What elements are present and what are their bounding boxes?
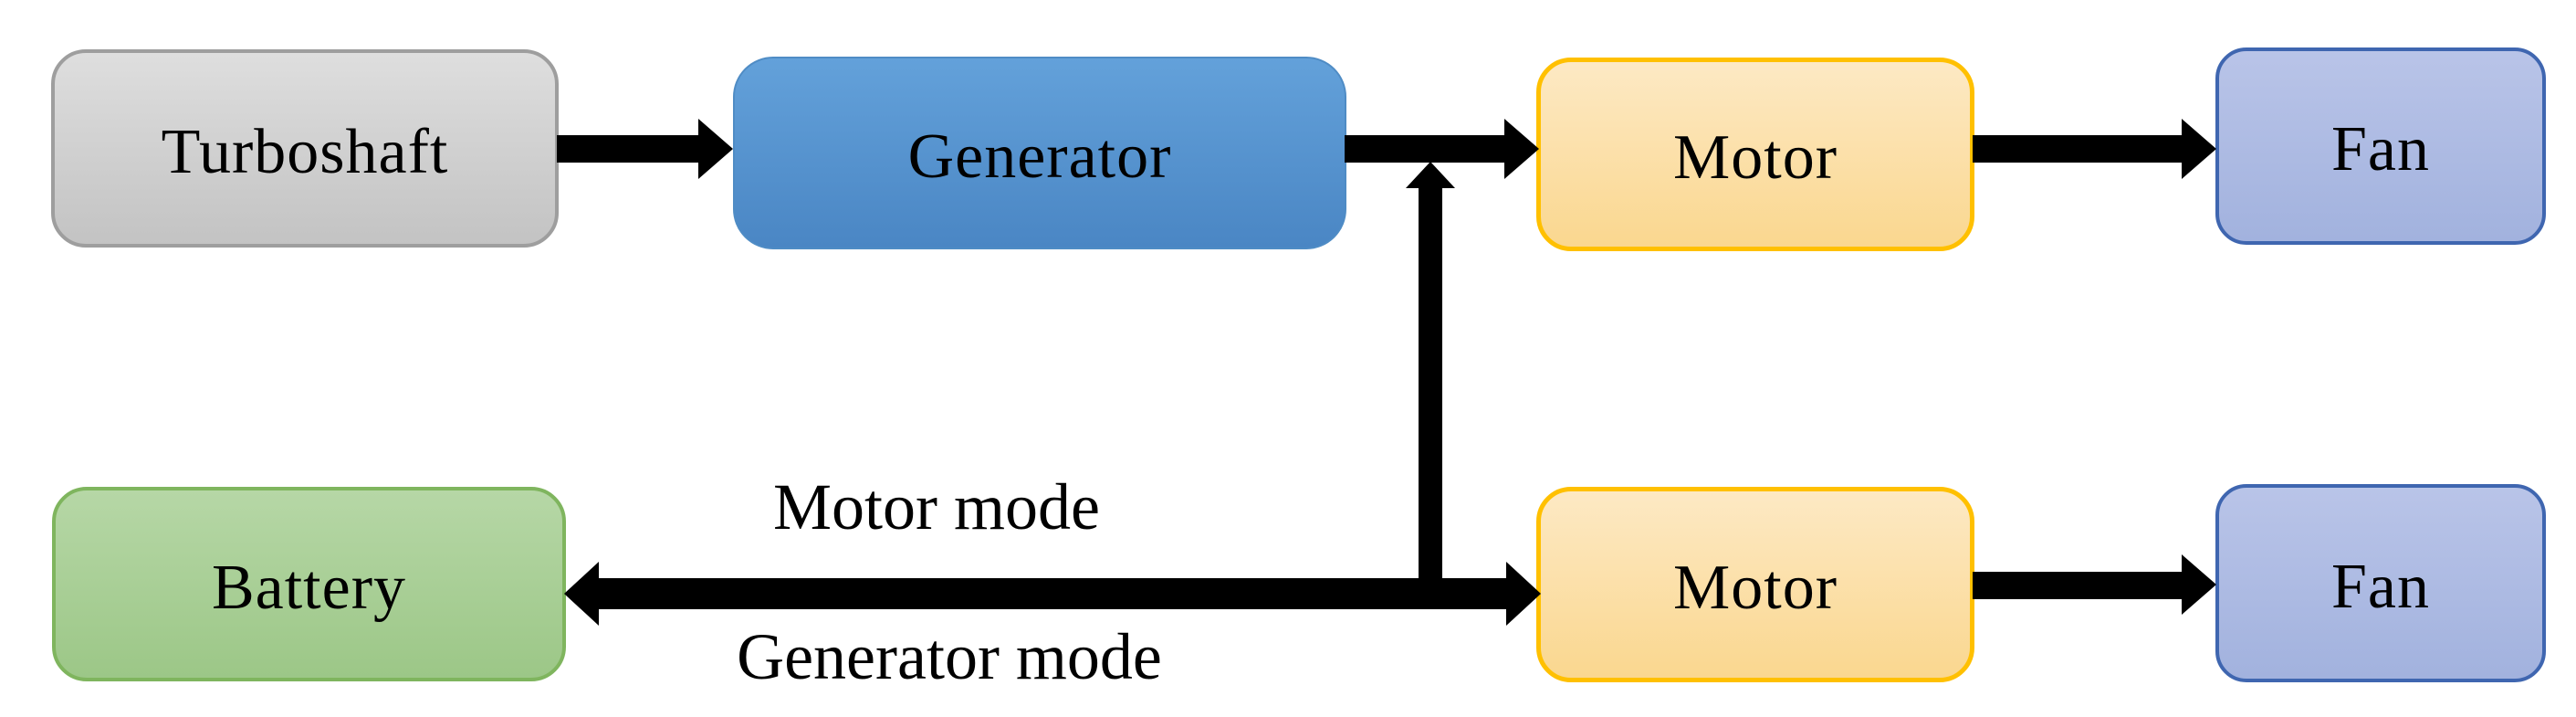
arrow-stem bbox=[595, 578, 1510, 609]
arrowhead-left-icon bbox=[564, 562, 599, 626]
arrow-stem bbox=[1973, 572, 2183, 599]
node-battery: Battery bbox=[52, 487, 566, 681]
arrowhead-right-icon bbox=[2182, 554, 2216, 615]
arrowhead-right-icon bbox=[1504, 119, 1539, 179]
label-generator-mode: Generator mode bbox=[737, 620, 1162, 693]
node-turboshaft-label: Turboshaft bbox=[161, 116, 449, 187]
node-motor-bottom: Motor bbox=[1536, 487, 1974, 682]
label-motor-mode: Motor mode bbox=[773, 470, 1100, 543]
node-generator-label: Generator bbox=[907, 121, 1172, 192]
arrow-stem bbox=[557, 135, 701, 163]
arrow-stem bbox=[1345, 135, 1507, 163]
node-motor-top-label: Motor bbox=[1673, 122, 1838, 193]
node-fan-top-label: Fan bbox=[2331, 114, 2430, 185]
arrowhead-right-icon bbox=[1506, 562, 1541, 626]
node-motor-bottom-label: Motor bbox=[1673, 553, 1838, 623]
arrowhead-up-icon bbox=[1406, 162, 1455, 188]
node-fan-bottom: Fan bbox=[2215, 484, 2546, 682]
arrowhead-right-icon bbox=[698, 119, 733, 179]
arrowhead-right-icon bbox=[2182, 119, 2216, 179]
node-turboshaft: Turboshaft bbox=[51, 49, 559, 248]
node-motor-top: Motor bbox=[1536, 58, 1974, 251]
arrow-stem bbox=[1419, 187, 1442, 609]
node-fan-top: Fan bbox=[2215, 47, 2546, 245]
node-fan-bottom-label: Fan bbox=[2331, 551, 2430, 622]
arrow-stem bbox=[1973, 135, 2183, 163]
node-battery-label: Battery bbox=[211, 552, 407, 623]
node-generator: Generator bbox=[733, 57, 1346, 249]
